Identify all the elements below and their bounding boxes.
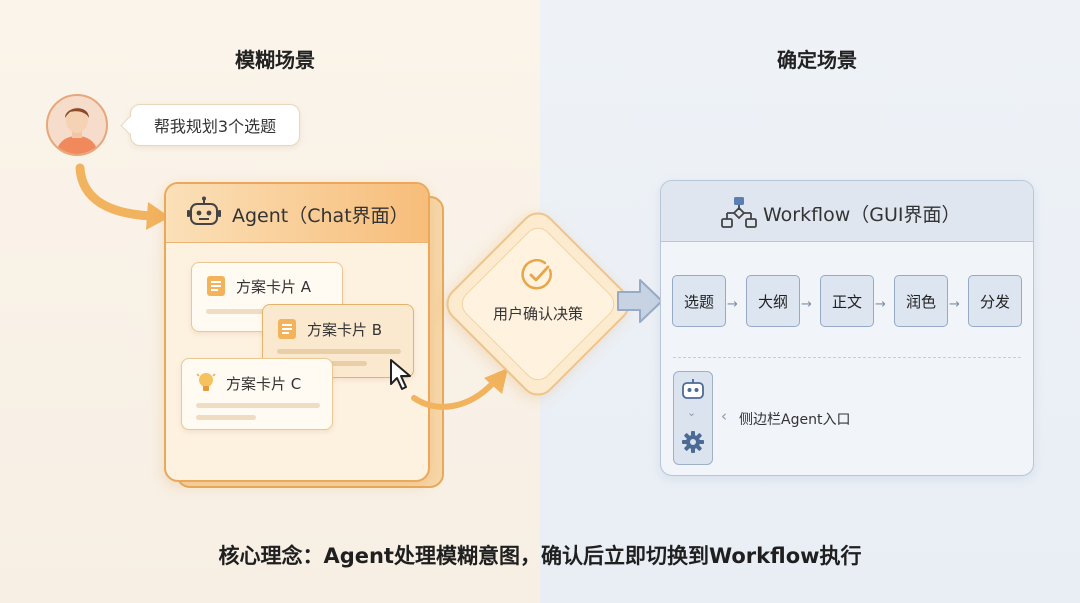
workflow-divider: [673, 357, 1021, 358]
user-request-text: 帮我规划3个选题: [153, 117, 277, 136]
user-to-agent-arrow: [75, 163, 170, 230]
document-icon: [206, 275, 226, 301]
agent-card-title: Agent（Chat界面）: [232, 205, 409, 227]
option-card-c-label: 方案卡片 C: [226, 375, 302, 393]
core-concept-caption: 核心理念：Agent处理模糊意图，确认后立即切换到Workflow执行: [218, 544, 862, 568]
mouse-cursor-icon: [390, 359, 411, 390]
placeholder-line: [277, 349, 401, 354]
right-section-title: 确定场景: [777, 48, 857, 72]
placeholder-line: [206, 309, 316, 314]
lightbulb-icon: [196, 371, 216, 399]
flowchart-icon: [721, 195, 757, 233]
step-arrow-icon: →: [949, 297, 960, 312]
workflow-header: Workflow（GUI界面）: [661, 181, 1033, 242]
workflow-panel: Workflow（GUI界面） 选题 → 大纲 → 正文 → 润色 → 分发 ⌄: [660, 180, 1034, 476]
decision-label: 用户确认决策: [492, 305, 583, 323]
option-card-b-label: 方案卡片 B: [307, 321, 383, 339]
option-card-a-label: 方案卡片 A: [236, 278, 312, 296]
workflow-step-4[interactable]: 润色: [894, 275, 948, 327]
option-card-c[interactable]: 方案卡片 C: [181, 358, 333, 430]
chevron-down-icon: ⌄: [687, 406, 697, 419]
chevron-left-icon: ‹: [721, 407, 727, 425]
workflow-step-1[interactable]: 选题: [672, 275, 726, 327]
sidebar-agent-entry[interactable]: ⌄: [673, 371, 713, 465]
step-arrow-icon: →: [875, 297, 886, 312]
document-icon: [277, 318, 297, 344]
sidebar-agent-label: 侧边栏Agent入口: [739, 412, 851, 428]
user-request-bubble: 帮我规划3个选题: [130, 104, 300, 146]
workflow-title: Workflow（GUI界面）: [763, 204, 961, 226]
agent-to-decision-arrow: [411, 368, 508, 410]
step-arrow-icon: →: [727, 297, 738, 312]
workflow-step-2[interactable]: 大纲: [746, 275, 800, 327]
gear-icon: [681, 430, 705, 458]
decision-to-workflow-arrow: [617, 279, 663, 323]
workflow-step-3[interactable]: 正文: [820, 275, 874, 327]
robot-icon: [680, 378, 706, 406]
check-circle-icon: [521, 259, 552, 290]
placeholder-line: [196, 415, 256, 420]
user-avatar-icon: [46, 94, 108, 156]
workflow-step-5[interactable]: 分发: [968, 275, 1022, 327]
option-card-b[interactable]: 方案卡片 B: [262, 304, 414, 378]
left-section-title: 模糊场景: [235, 48, 315, 72]
step-arrow-icon: →: [801, 297, 812, 312]
agent-card-header: Agent（Chat界面）: [166, 184, 428, 243]
robot-icon: [186, 196, 222, 234]
placeholder-line: [196, 403, 320, 408]
